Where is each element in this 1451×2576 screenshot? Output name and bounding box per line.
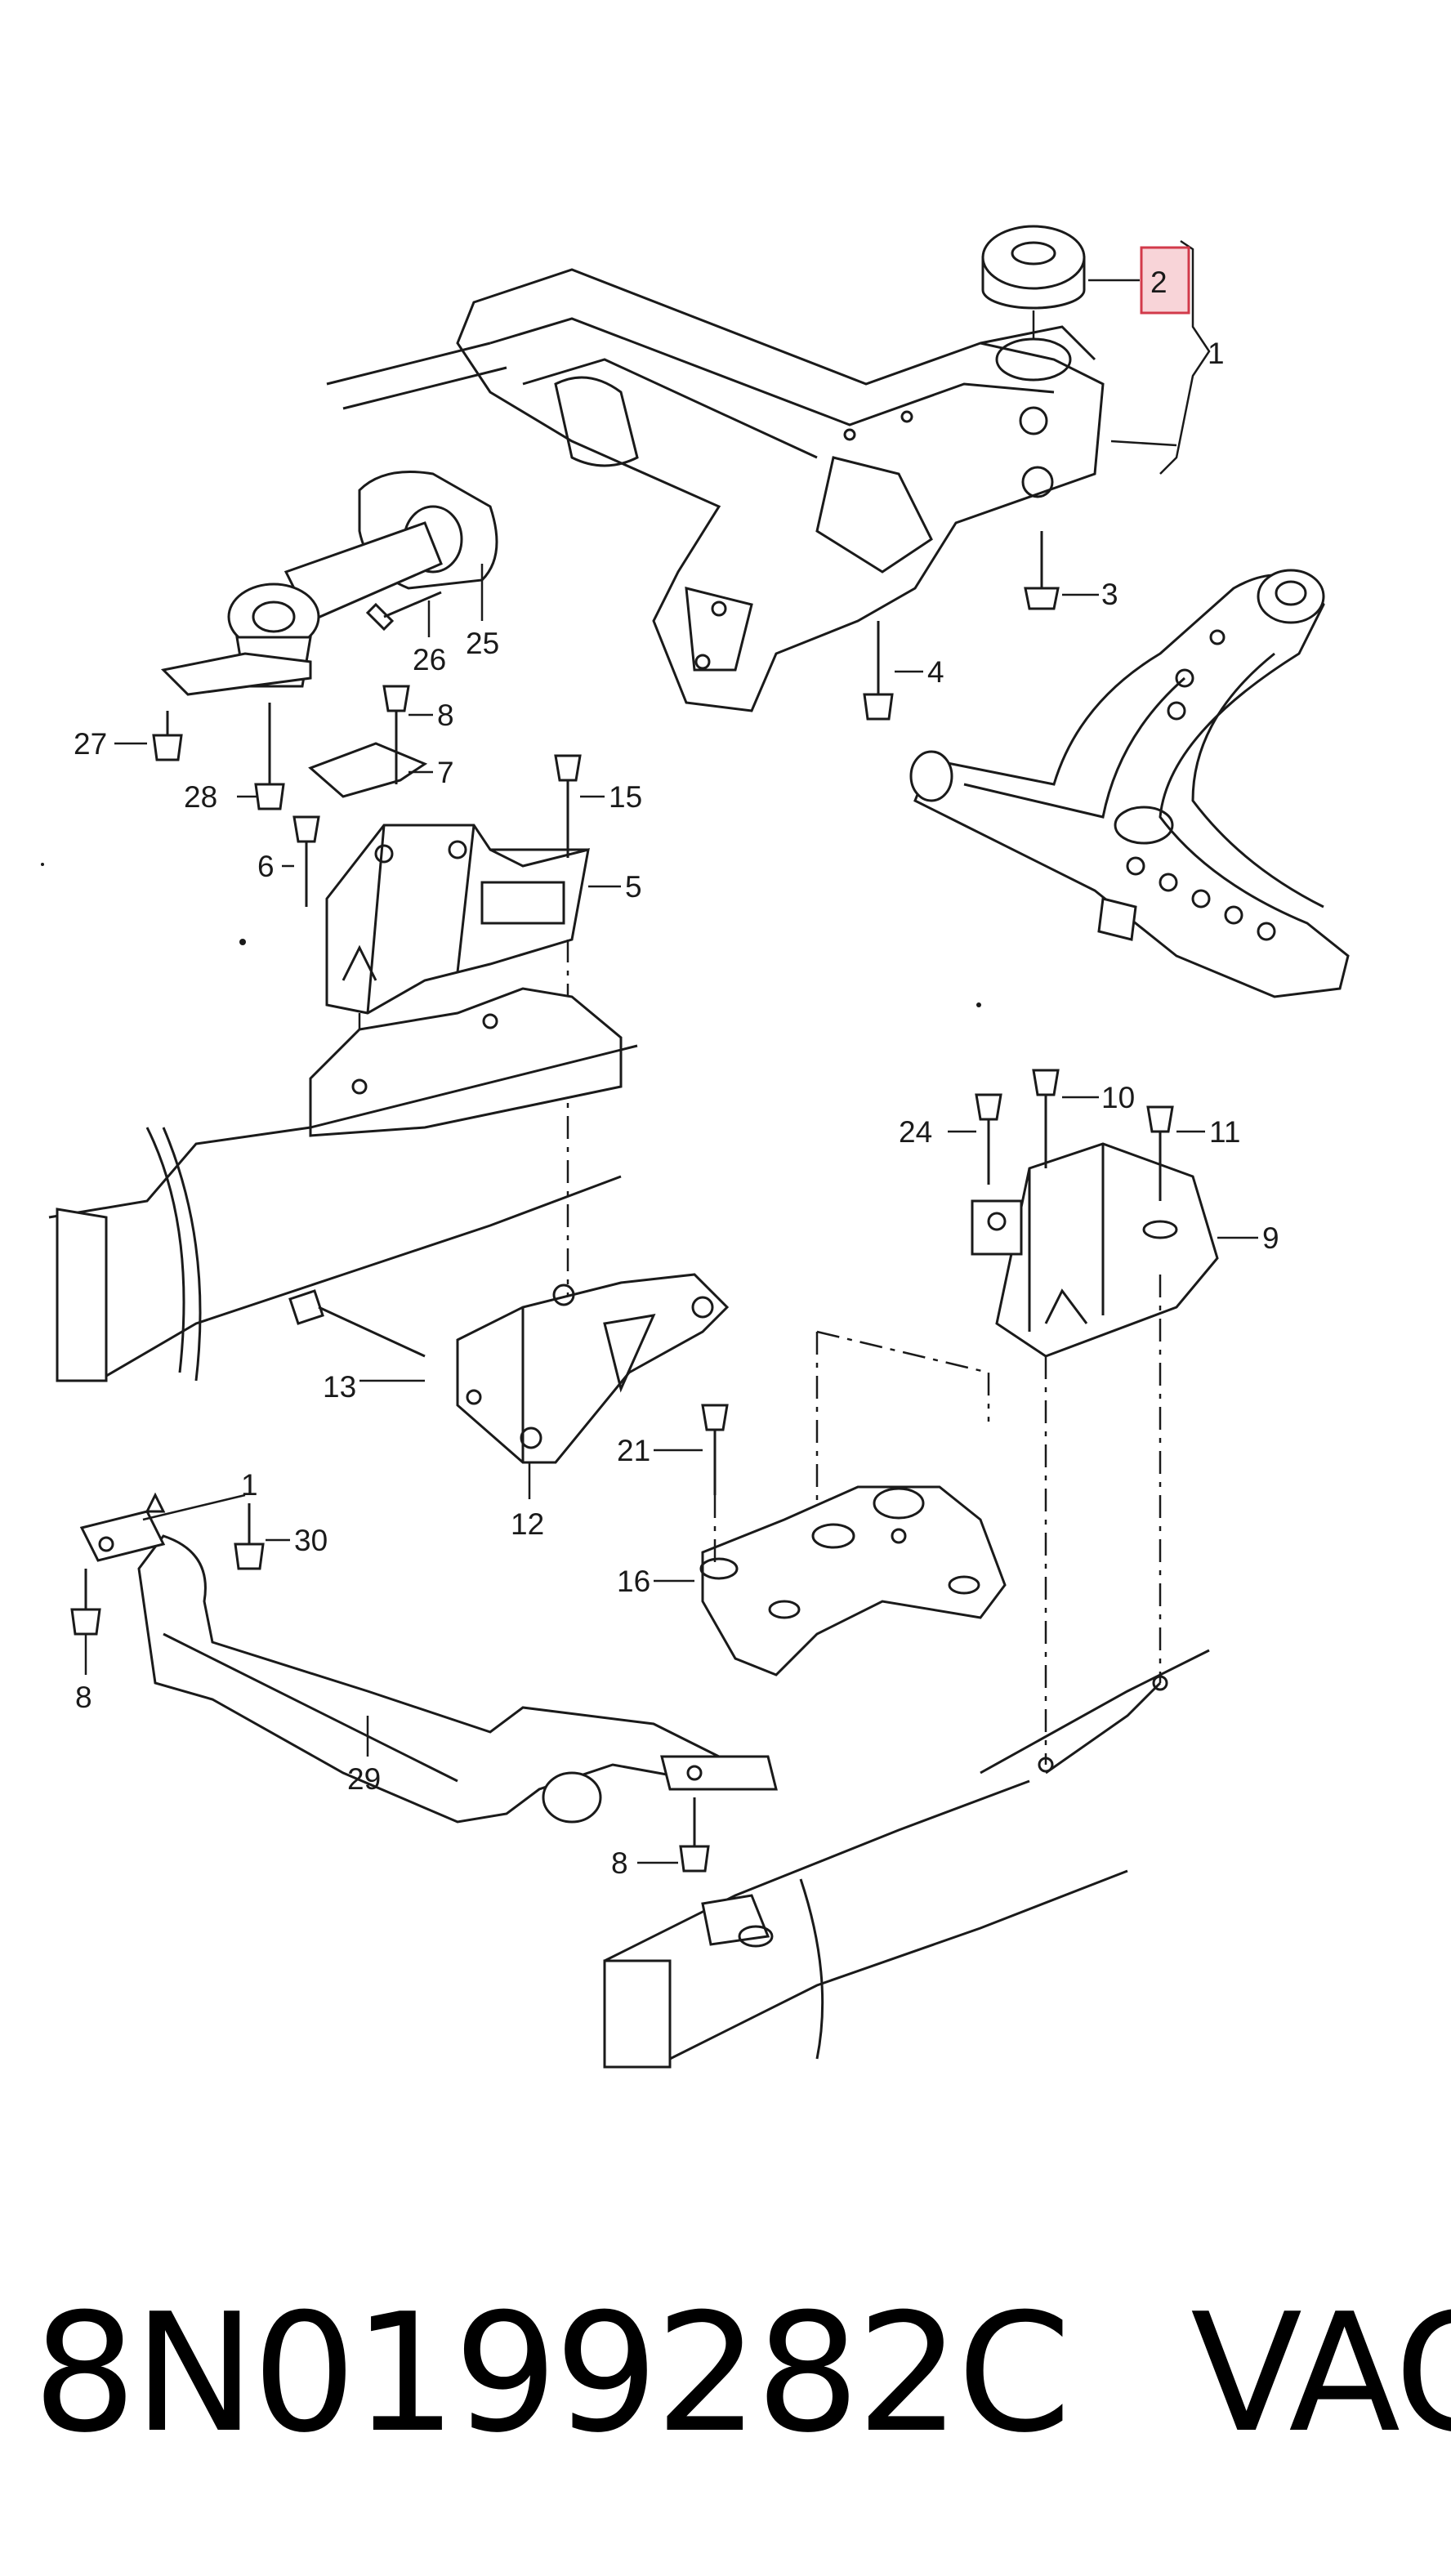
callout-label: 6 [257,850,275,883]
bolt [365,591,442,632]
callout-label: 1 [241,1468,258,1502]
torque-rod [160,471,498,696]
part-number: 8N0199282C [33,2278,1071,2469]
callout-label: 7 [437,756,454,789]
cross-member [79,1492,778,1824]
control-arm [909,569,1350,998]
part-number-caption: 8N0199282C VAG [33,2278,1451,2469]
bolt [1032,1069,1060,1168]
callout-label: 8 [611,1846,628,1880]
callout-label: 24 [899,1115,932,1149]
callout-label: 9 [1262,1221,1279,1255]
callout-label: 25 [466,627,499,660]
bolt [679,1797,710,1873]
bolt [1024,531,1060,610]
callout-label: 13 [323,1370,356,1404]
rubber-bushing [981,225,1086,382]
bolt [288,1289,426,1358]
brand-name: VAG [1190,2278,1451,2469]
callout-label: 27 [74,727,107,761]
callout-label: 30 [294,1524,328,1557]
bolt [70,1569,101,1636]
callout-label: 2 [1150,266,1167,299]
bolt [152,711,183,761]
callout-label: 8 [75,1681,92,1714]
mount-bracket [456,1273,730,1464]
bolt [292,815,320,907]
bolt [254,703,285,810]
bolt [1146,1105,1174,1201]
bolt [701,1404,729,1495]
chassis-rail-right [603,1649,1210,2069]
bolt [863,621,894,721]
callout-label: 1 [1208,337,1225,370]
callout-label: 15 [609,780,642,814]
callout-label: 5 [625,870,642,904]
callout-label: 8 [437,699,454,732]
callout-label: 29 [347,1762,381,1796]
callout-label: 3 [1101,578,1118,611]
callout-label: 21 [617,1434,650,1467]
subframe [326,268,1105,712]
bolt [554,754,582,858]
gearbox-bracket [699,1485,1007,1676]
bolt [234,1503,265,1570]
callout-label: 10 [1101,1081,1135,1114]
callout-label: 12 [511,1507,544,1541]
bolt [975,1093,1002,1185]
callout-label: 28 [184,780,217,814]
highlight-box [1140,246,1190,315]
callout-label: 26 [413,643,446,676]
callout-label: 4 [927,655,944,689]
callout-label: 11 [1209,1115,1240,1149]
callout-label: 16 [617,1565,650,1598]
chassis-rail-left [48,987,638,1382]
engine-mount [971,1142,1219,1358]
bolt [382,685,410,784]
